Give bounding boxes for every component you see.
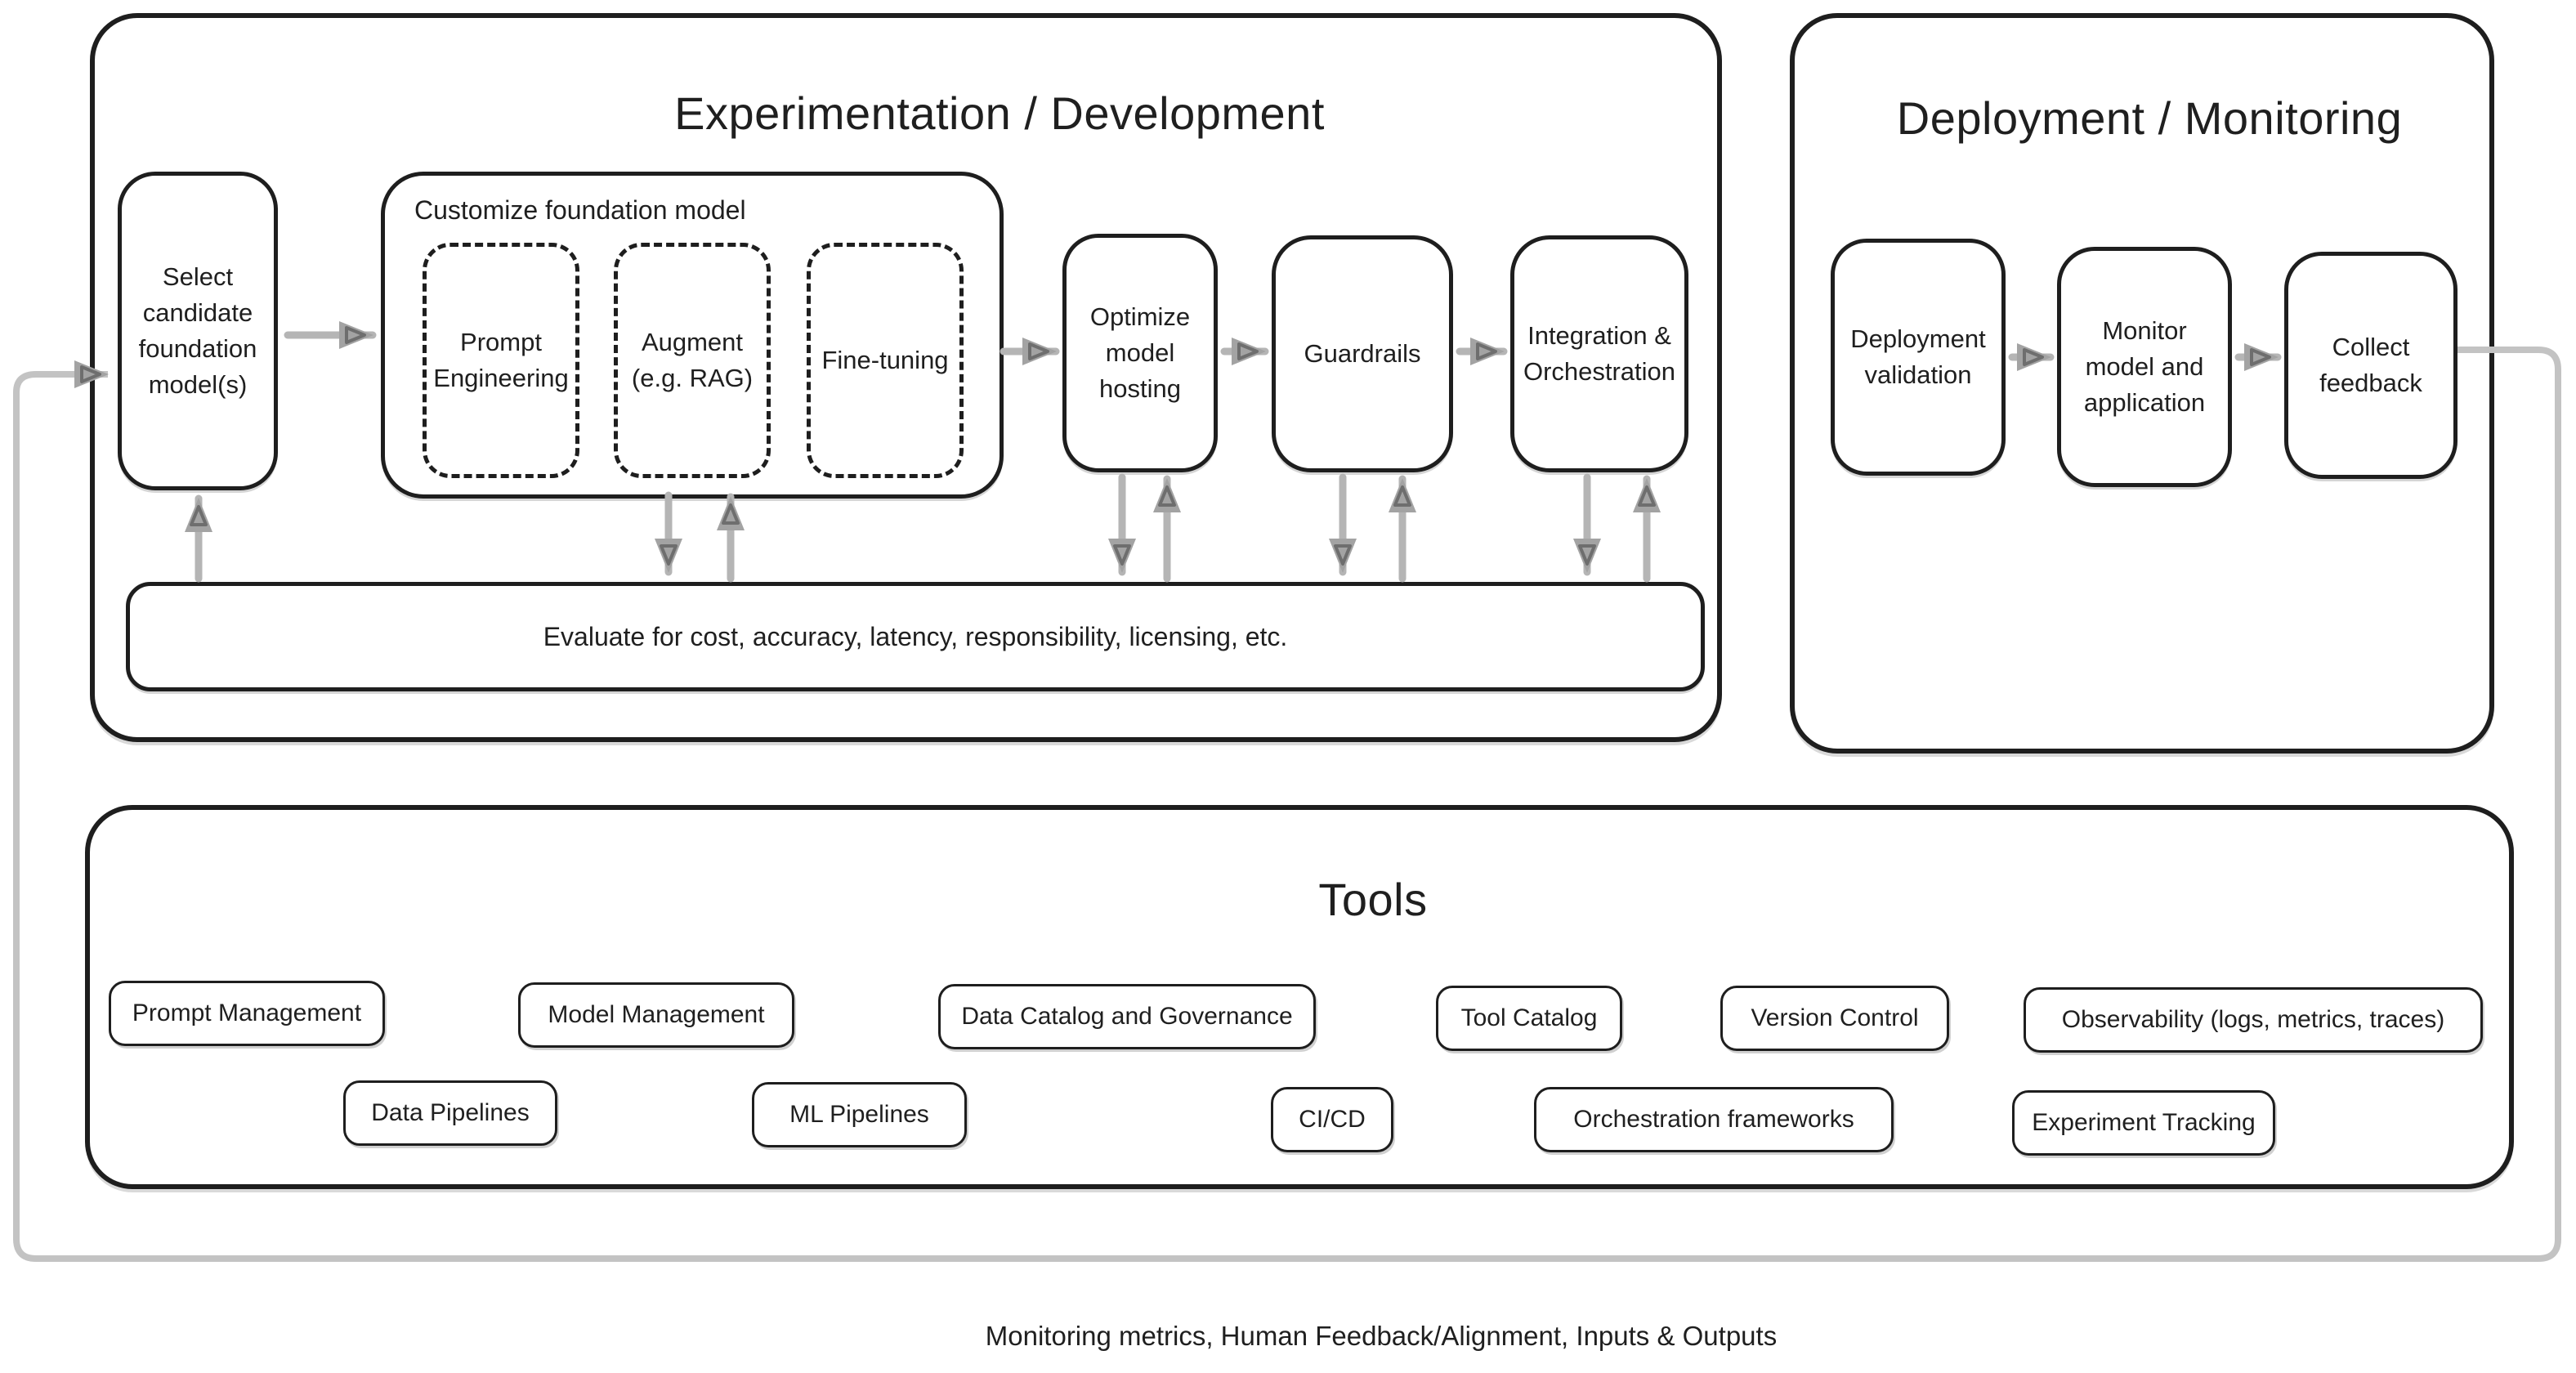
tool-chip-orchestration-frameworks: Orchestration frameworks [1534, 1087, 1894, 1152]
tool-chip-experiment-tracking: Experiment Tracking [2012, 1090, 2275, 1156]
tool-chip-cicd: CI/CD [1271, 1087, 1393, 1152]
tool-chip-version-control: Version Control [1720, 986, 1949, 1051]
collect-feedback-node: Collect feedback [2284, 252, 2457, 479]
tool-chip-data-catalog-governance: Data Catalog and Governance [938, 984, 1316, 1049]
customize-foundation-model-label: Customize foundation model [414, 195, 746, 225]
select-candidate-node: Select candidate foundation model(s) [118, 172, 278, 490]
prompt-engineering-node: Prompt Engineering [423, 243, 579, 478]
tool-chip-data-pipelines: Data Pipelines [343, 1080, 557, 1146]
fine-tuning-node: Fine-tuning [807, 243, 964, 478]
optimize-model-hosting-node: Optimize model hosting [1062, 234, 1218, 472]
integration-orchestration-node: Integration & Orchestration [1510, 235, 1688, 472]
customize-foundation-model-container: Customize foundation model Prompt Engine… [381, 172, 1004, 499]
tool-chip-prompt-management: Prompt Management [109, 981, 385, 1046]
evaluate-bar: Evaluate for cost, accuracy, latency, re… [126, 582, 1705, 691]
tool-chip-tool-catalog: Tool Catalog [1436, 986, 1622, 1051]
tool-chip-observability: Observability (logs, metrics, traces) [2024, 987, 2483, 1053]
guardrails-node: Guardrails [1272, 235, 1453, 472]
monitor-model-application-node: Monitor model and application [2057, 247, 2232, 487]
deployment-validation-node: Deployment validation [1831, 239, 2006, 476]
experimentation-title: Experimentation / Development [674, 87, 1325, 139]
deployment-title: Deployment / Monitoring [1896, 92, 2403, 144]
feedback-loop-caption: Monitoring metrics, Human Feedback/Align… [985, 1321, 1778, 1351]
tools-title: Tools [1318, 874, 1428, 925]
tool-chip-model-management: Model Management [518, 982, 794, 1048]
tool-chip-ml-pipelines: ML Pipelines [752, 1082, 967, 1147]
augment-rag-node: Augment (e.g. RAG) [614, 243, 771, 478]
